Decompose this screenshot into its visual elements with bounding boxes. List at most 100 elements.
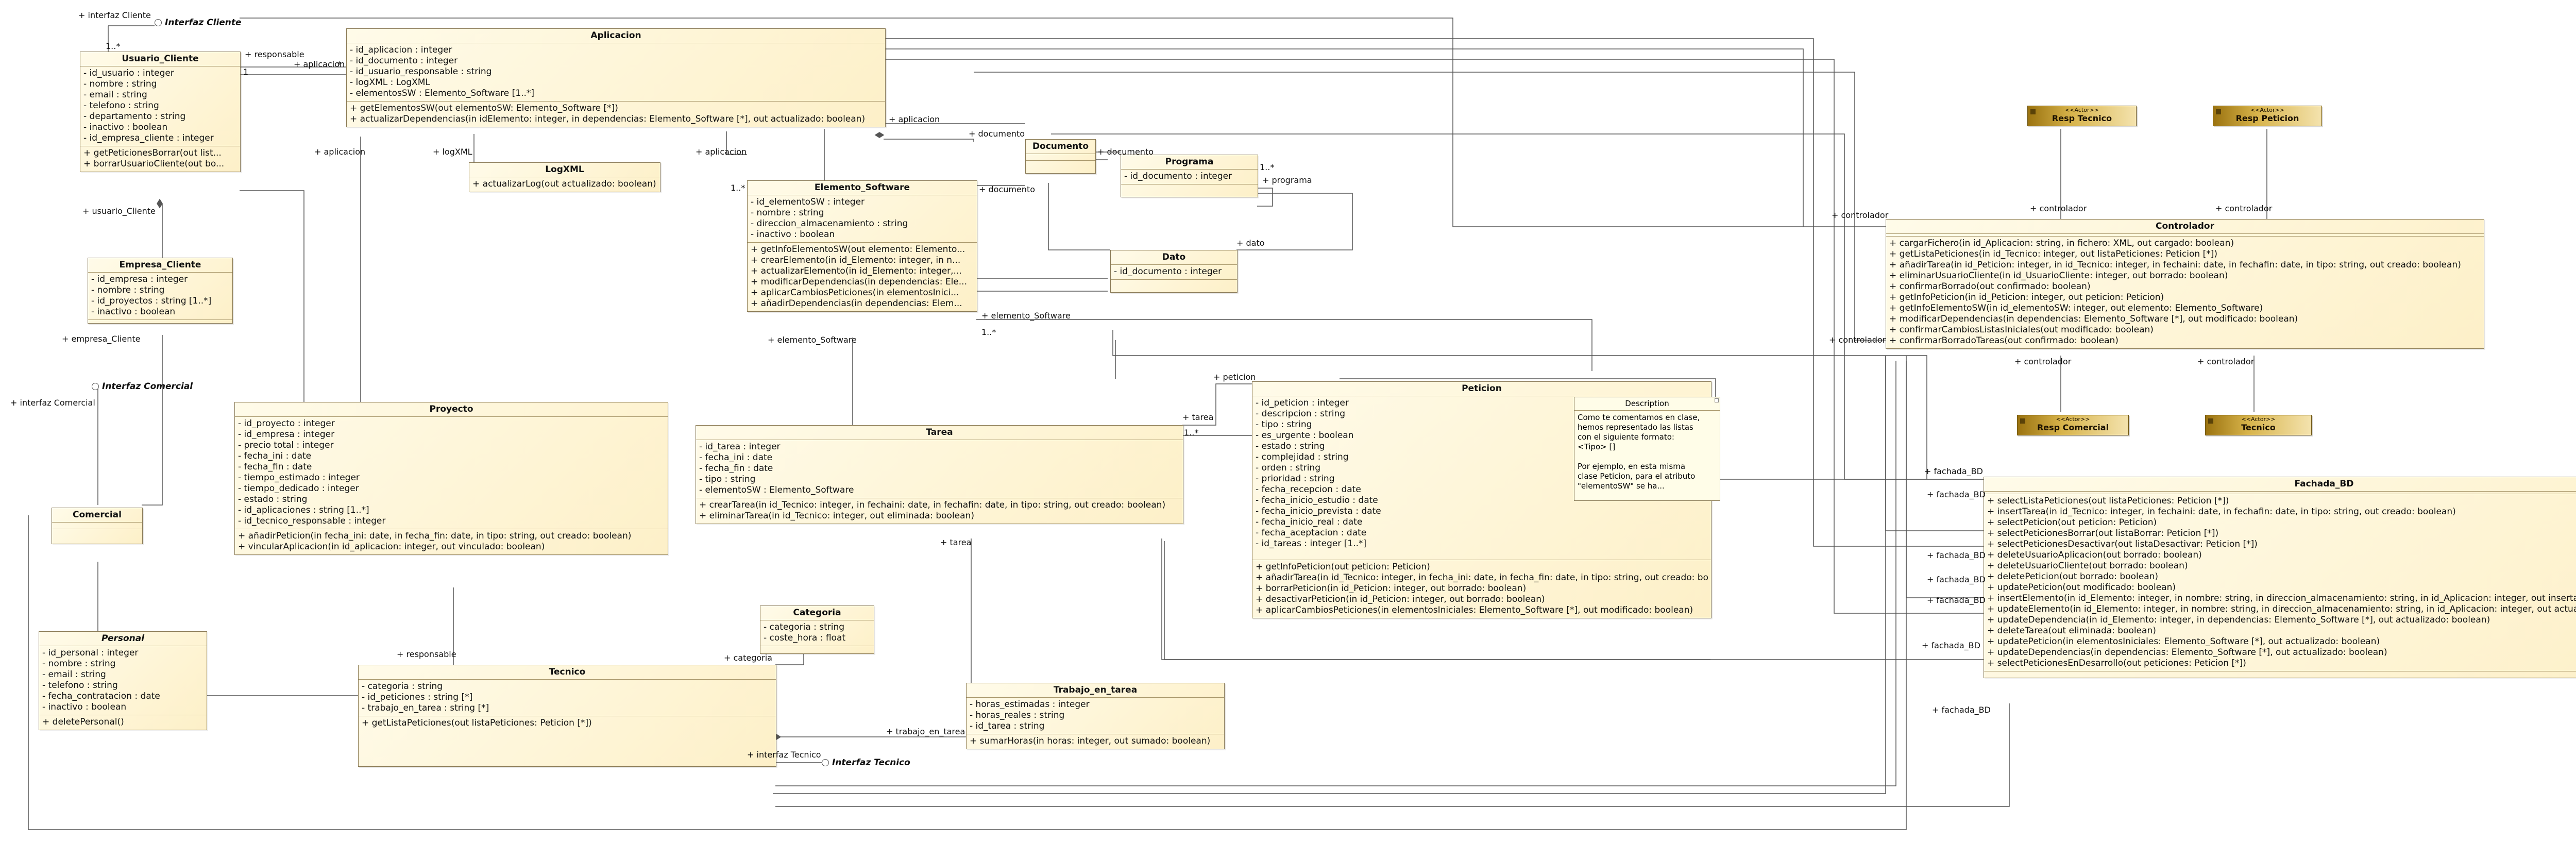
class-title: Fachada_BD [1984, 477, 2576, 492]
role-label: + peticion [1213, 372, 1256, 382]
note-line: Por ejemplo, en esta misma [1578, 462, 1686, 471]
role-label: + aplicacion [314, 147, 366, 157]
class-elemento-software[interactable]: Elemento_Software - id_elementoSW : inte… [747, 180, 977, 312]
actor-resp-comercial[interactable]: <<Actor>> Resp Comercial [2017, 415, 2129, 435]
note-title: Description [1574, 397, 1720, 411]
actor-name: Resp Tecnico [2052, 113, 2112, 123]
class-documento[interactable]: Documento [1025, 139, 1096, 174]
class-attribute: - id_tareas : integer [1..*] [1256, 539, 1367, 549]
class-attribute: - id_usuario_responsable : string [350, 66, 492, 77]
actor-name: Resp Comercial [2037, 423, 2109, 432]
note-line: "elementoSW" se ha... [1578, 481, 1665, 491]
class-operations: + getElementosSW(out elementoSW: Element… [347, 102, 885, 127]
class-operation: + vincularAplicacion(in id_aplicacion: i… [238, 542, 545, 552]
role-label: + fachada_BD [1927, 595, 1986, 605]
class-operation: + selectPeticionesDesactivar(out listaDe… [1987, 539, 2258, 549]
actor-resp-peticion[interactable]: <<Actor>> Resp Peticion [2213, 106, 2322, 126]
class-operations: + deletePersonal() [39, 715, 207, 730]
note-body: Como te comentamos en clase,hemos repres… [1578, 413, 1717, 491]
class-operation: + actualizarLog(out actualizado: boolean… [472, 179, 656, 189]
class-categoria[interactable]: Categoria - categoria : string- coste_ho… [760, 605, 874, 654]
class-attributes: - id_aplicacion : integer- id_documento … [347, 43, 885, 102]
link-proyecto-usuario [240, 190, 304, 402]
class-attribute: - tipo : string [699, 474, 756, 484]
class-operations: + getInfoElementoSW(out elemento: Elemen… [748, 243, 977, 311]
actor-resp-tecnico[interactable]: <<Actor>> Resp Tecnico [2027, 106, 2137, 126]
note-line: clase Peticion, para el atributo [1578, 472, 1696, 481]
class-usuario-cliente[interactable]: Usuario_Cliente - id_usuario : integer- … [80, 52, 241, 172]
class-attribute: - descripcion : string [1256, 409, 1346, 419]
class-attribute: - elementoSW : Elemento_Software [699, 485, 854, 495]
class-attribute: - id_usuario : integer [83, 68, 174, 78]
actor-tecnico[interactable]: <<Actor>> Tecnico [2205, 415, 2312, 435]
class-attributes: - id_personal : integer- nombre : string… [39, 646, 207, 715]
class-attribute: - fecha_aceptacion : date [1256, 528, 1367, 538]
class-attributes: - id_elementoSW : integer- nombre : stri… [748, 195, 977, 243]
class-attribute: - inactivo : boolean [91, 307, 176, 317]
link-bottom-4 [773, 356, 1886, 794]
class-controlador[interactable]: Controlador + cargarFichero(in id_Aplica… [1886, 219, 2484, 349]
role-label: + fachada_BD [1932, 705, 1991, 715]
actor-stereotype: <<Actor>> [2241, 416, 2276, 423]
interface-name: Interfaz Tecnico [832, 758, 910, 768]
class-attribute: - trabajo_en_tarea : string [*] [362, 703, 489, 713]
class-tecnico[interactable]: Tecnico - categoria : string- id_peticio… [358, 665, 776, 767]
class-operations: + getListaPeticiones(out listaPeticiones… [359, 716, 776, 766]
class-empresa-cliente[interactable]: Empresa_Cliente - id_empresa : integer- … [88, 258, 233, 324]
class-attribute: - id_empresa_cliente : integer [83, 133, 214, 143]
role-label: + tarea [940, 537, 972, 547]
class-attribute: - fecha_recepcion : date [1256, 484, 1361, 495]
class-comercial[interactable]: Comercial [52, 508, 143, 544]
role-label: + aplicacion [294, 59, 345, 69]
class-title: Peticion [1252, 382, 1711, 396]
class-attribute: - id_personal : integer [42, 648, 139, 658]
class-dato[interactable]: Dato - id_documento : integer [1110, 250, 1238, 293]
multiplicity-label: 1 [243, 67, 249, 77]
class-operation: + modificarDependencias(in dependencias:… [1889, 314, 2298, 324]
role-label: + elemento_Software [981, 311, 1071, 321]
class-proyecto[interactable]: Proyecto - id_proyecto : integer- id_emp… [234, 402, 668, 555]
class-attributes: - categoria : string- id_peticiones : st… [359, 680, 776, 716]
role-label: + controlador [2215, 204, 2273, 213]
multiplicity-label: * [337, 59, 342, 69]
role-label: + elemento_Software [768, 335, 857, 345]
class-aplicacion[interactable]: Aplicacion - id_aplicacion : integer- id… [346, 28, 886, 127]
interface-interfaz-comercial: Interfaz Comercial [92, 381, 193, 392]
class-title: Proyecto [235, 402, 668, 417]
actor-icon [2020, 418, 2025, 424]
actor-icon [2216, 109, 2221, 114]
class-attribute: - fecha_fin : date [699, 463, 773, 474]
class-attributes: - id_documento : integer [1121, 170, 1258, 184]
class-attribute: - logXML : LogXML [350, 77, 430, 88]
class-logxml[interactable]: LogXML + actualizarLog(out actualizado: … [469, 162, 660, 192]
note-line: Como te comentamos en clase, [1578, 413, 1700, 422]
class-tarea[interactable]: Tarea - id_tarea : integer- fecha_ini : … [696, 425, 1183, 524]
class-attribute: - nombre : string [91, 285, 165, 295]
class-programa[interactable]: Programa - id_documento : integer [1121, 155, 1258, 197]
class-title: Dato [1111, 250, 1237, 265]
link-app-controlador-2 [884, 48, 1804, 227]
class-operations [88, 320, 232, 323]
class-attribute: - id_proyectos : string [1..*] [91, 296, 212, 306]
class-attributes: - categoria : string- coste_hora : float [760, 620, 874, 646]
class-attribute: - id_empresa : integer [91, 274, 188, 284]
class-operation: + updatePeticion(out modificado: boolean… [1987, 582, 2176, 593]
note-line: hemos representado las listas [1578, 423, 1693, 432]
class-attribute: - id_empresa : integer [238, 429, 335, 440]
class-operations: + sumarHoras(in horas: integer, out suma… [967, 734, 1224, 749]
multiplicity-label: 1..* [106, 41, 121, 51]
class-operations: + cargarFichero(in id_Aplicacion: string… [1886, 237, 2484, 348]
class-title: Comercial [52, 508, 142, 523]
role-label: + interfaz Tecnico [747, 750, 821, 760]
multiplicity-label: 1..* [981, 327, 996, 337]
class-personal[interactable]: Personal - id_personal : integer- nombre… [39, 631, 207, 730]
aggregation-diamond-uc [157, 198, 163, 209]
link-bottom-2 [775, 361, 1896, 786]
role-label: + fachada_BD [1927, 490, 1986, 499]
class-attribute: - nombre : string [42, 659, 116, 669]
class-trabajo-en-tarea[interactable]: Trabajo_en_tarea - horas_estimadas : int… [966, 683, 1225, 749]
role-label: + fachada_BD [1924, 466, 1983, 476]
class-attributes: - id_documento : integer [1111, 265, 1237, 280]
class-fachada-bd[interactable]: Fachada_BD + selectListaPeticiones(out l… [1984, 477, 2576, 678]
class-attribute: - tipo : string [1256, 419, 1312, 430]
